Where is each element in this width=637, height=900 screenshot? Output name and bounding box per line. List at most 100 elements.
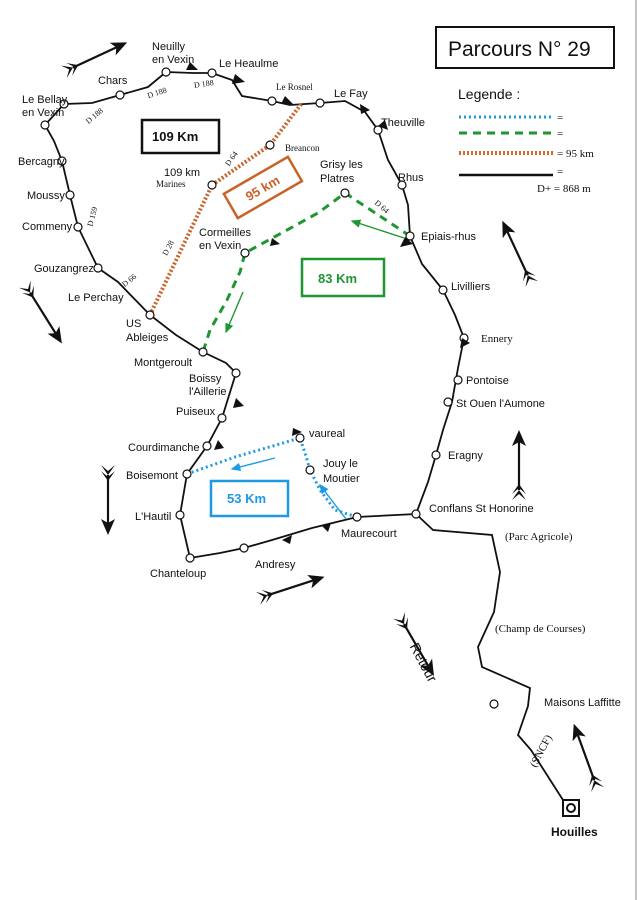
label-le-bellay: Le Bellay: [22, 94, 68, 106]
node-circle-icon: [352, 512, 362, 522]
turn-flag-icon: [233, 398, 244, 408]
label-livilliers: Livilliers: [451, 281, 491, 293]
label-jouy-2: Moutier: [323, 473, 360, 485]
label-cormeilles-2: en Vexin: [199, 240, 241, 252]
legend: Legende : = = = 95 km = D+ = 868 m: [458, 86, 594, 195]
turn-flag-icon: [281, 96, 293, 104]
node-circle-icon: [202, 441, 212, 451]
turn-flag-icon: [186, 62, 198, 70]
turn-flag-icon: [378, 120, 388, 130]
label-moussy: Moussy: [27, 190, 65, 202]
label-maurecourt: Maurecourt: [341, 528, 397, 540]
legend-blue-label: =: [557, 112, 563, 124]
node-circle-icon: [397, 180, 407, 190]
label-champ-courses: (Champ de Courses): [495, 623, 586, 635]
green-distance: 83 Km: [318, 271, 357, 286]
label-montgeroult: Montgeroult: [134, 357, 192, 369]
label-epiais-rhus: Epiais-rhus: [421, 231, 477, 243]
return-route-line: [415, 513, 572, 809]
node-circle-icon: [207, 180, 217, 190]
node-circle-icon: [182, 469, 192, 479]
label-marines: Marines: [156, 179, 186, 189]
main-distance-box: [140, 118, 221, 155]
node-circle-icon: [65, 190, 75, 200]
blue-distance: 53 Km: [227, 491, 266, 506]
label-le-rosnel: Le Rosnel: [276, 82, 313, 92]
node-circle-icon: [207, 68, 217, 78]
node-circle-icon: [267, 96, 277, 106]
road-d66: D 66: [120, 272, 138, 289]
label-marines-km: 109 km: [164, 167, 200, 179]
turn-flag-icon: [460, 338, 470, 348]
node-circle-icon: [443, 397, 453, 407]
main-route-line: [44, 71, 465, 560]
node-circle-icon: [405, 231, 415, 241]
node-circle-icon: [185, 553, 195, 563]
blue-direction-arrow-2: [319, 483, 347, 520]
label-commeny: Commeny: [22, 221, 73, 233]
label-maisons-laffitte: Maisons Laffitte: [544, 697, 621, 709]
start-square-icon: [562, 799, 580, 817]
legend-title: Legende :: [458, 86, 520, 102]
direction-arrow-icon: [566, 720, 606, 794]
node-circle-icon: [489, 699, 499, 709]
road-d188-c: D 188: [84, 106, 105, 126]
label-ennery: Ennery: [481, 333, 513, 345]
label-grisy-2: Platres: [320, 173, 355, 185]
node-circle-icon: [265, 140, 275, 150]
label-eragny: Eragny: [448, 450, 483, 462]
blue-direction-arrow: [230, 457, 276, 471]
direction-arrow-icon: [510, 428, 528, 502]
label-le-perchay: Le Perchay: [68, 292, 124, 304]
orange-route-line: [148, 101, 304, 316]
node-circle-icon: [115, 90, 125, 100]
label-cormeilles: Cormeilles: [199, 227, 251, 239]
legend-elevation: D+ = 868 m: [537, 183, 591, 195]
turn-flag-icon: [292, 428, 302, 436]
node-circle-icon: [217, 413, 227, 423]
node-circle-icon: [145, 310, 155, 320]
node-circle-icon: [340, 188, 350, 198]
turn-flag-icon: [282, 535, 292, 544]
node-circle-icon: [40, 120, 50, 130]
label-le-fay: Le Fay: [334, 88, 368, 100]
legend-black-label: =: [557, 166, 563, 178]
label-le-bellay-2: en Vexin: [22, 107, 64, 119]
node-circle-icon: [240, 248, 250, 258]
node-circle-icon: [431, 450, 441, 460]
title-box: [435, 26, 615, 69]
blue-route-line: [186, 436, 358, 519]
label-andresy: Andresy: [255, 559, 296, 571]
direction-arrow-icon: [254, 568, 328, 607]
node-circle-icon: [305, 465, 315, 475]
label-le-heaulme: Le Heaulme: [219, 58, 278, 70]
road-d188-a: D 188: [146, 86, 168, 101]
node-circle-icon: [57, 156, 67, 166]
label-boissy-2: l'Aillerie: [189, 386, 227, 398]
page-title: Parcours N° 29: [448, 38, 591, 61]
road-d64-a: D 64: [223, 150, 239, 168]
label-rhus: Rhus: [398, 172, 424, 184]
road-d159: D 159: [86, 206, 100, 227]
legend-green-label: =: [557, 128, 563, 140]
label-breancon: Breancon: [285, 143, 320, 153]
place-labels: Neuilly en Vexin Le Heaulme Le Rosnel Le…: [18, 41, 621, 839]
node-circle-icon: [315, 98, 325, 108]
label-us: US: [126, 318, 141, 330]
turn-flag-icon: [322, 523, 331, 532]
label-vaureal: vaureal: [309, 428, 345, 440]
label-bercagny: Bercagny: [18, 156, 65, 168]
green-direction-arrow-2: [225, 291, 244, 334]
legend-orange-label: = 95 km: [557, 148, 594, 160]
blue-distance-box: [209, 479, 290, 518]
label-puiseux: Puiseux: [176, 406, 216, 418]
label-theuville: Theuville: [381, 117, 425, 129]
node-circle-icon: [239, 543, 249, 553]
turn-flag-icon: [400, 237, 413, 247]
road-d64-b: D 64: [373, 198, 391, 215]
road-d188-b: D 188: [193, 78, 214, 90]
node-circle-icon: [198, 347, 208, 357]
turn-flag-icon: [232, 74, 245, 84]
main-distance: 109 Km: [152, 129, 198, 144]
